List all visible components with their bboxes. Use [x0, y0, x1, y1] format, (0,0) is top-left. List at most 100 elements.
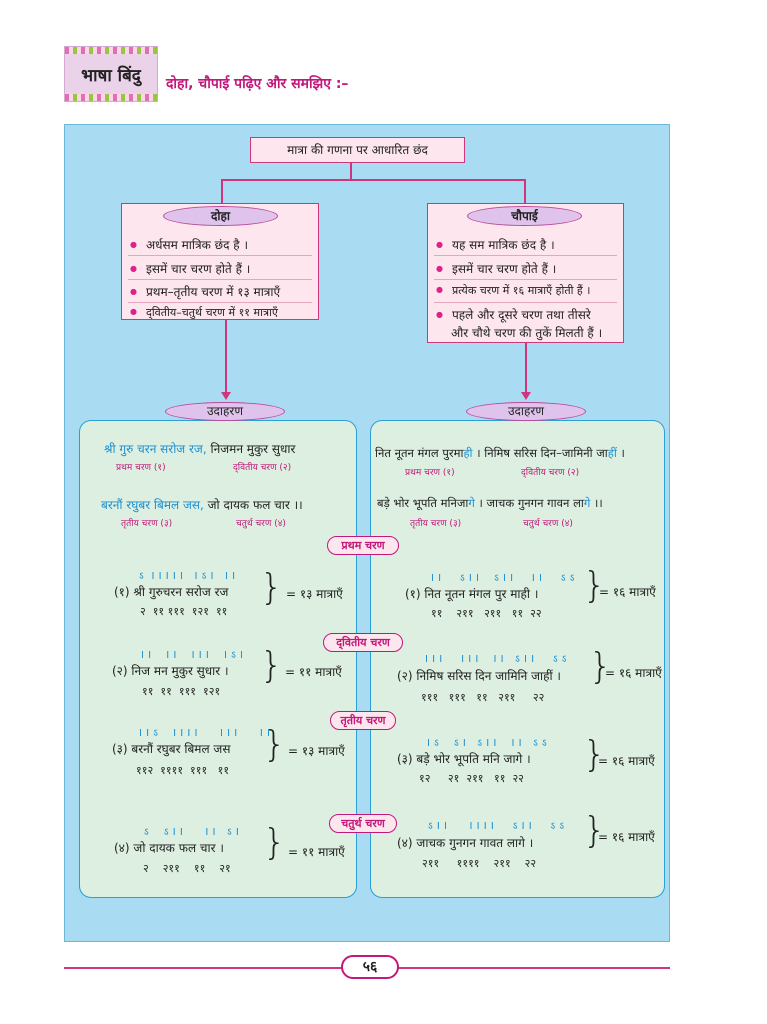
rhyme-highlight: गे — [583, 496, 591, 510]
example-label-text: उदाहरण — [206, 404, 243, 418]
matra-marks: ऽ I I I I I I ऽ I I ऽ ऽ — [428, 821, 565, 832]
connector — [350, 163, 352, 180]
connector — [225, 320, 227, 394]
doha-point: प्रथम–तृतीय चरण में १३ मात्राएँ — [130, 283, 280, 300]
matra-marks: ऽ I I I I I I ऽ I I I — [139, 571, 236, 582]
doha-point: अर्धसम मात्रिक छंद है । — [130, 236, 248, 253]
chaupai-point: इसमें चार चरण होते हैं । — [436, 260, 556, 277]
matra-total: = १३ मात्राएँ — [288, 744, 345, 758]
doha-example-panel — [79, 420, 357, 898]
chaupai-line-1: नित नूतन मंगल पुरमाही । निमिष सरिस दिन–ज… — [375, 446, 625, 461]
chaupai-row-text: (१) नित नूतन मंगल पुर माही । — [405, 587, 539, 601]
doha-line-2-part-a: बरनौं रघुबर बिमल जस, — [101, 498, 204, 512]
chaupai-point: प्रत्येक चरण में १६ मात्राएँ होती हैं । — [436, 283, 590, 298]
charan-caption: द्‌वितीय चरण (२) — [233, 463, 292, 473]
charan-caption: तृतीय चरण (३) — [410, 519, 462, 529]
matra-count: २ २११ ११ २१ — [143, 862, 231, 875]
page-number: ५६ — [341, 955, 399, 979]
matra-marks: ऽ ऽ I I I I ऽ I — [144, 827, 240, 838]
doha-example-label: उदाहरण — [165, 402, 285, 421]
divider — [434, 302, 617, 303]
matra-marks: I I ऽ I I I I I I I I I — [139, 728, 271, 739]
chaupai-row-text: (४) जाचक गुनगन गावत लागे । — [397, 836, 534, 850]
rhyme-highlight: गे — [468, 496, 475, 510]
charan-caption: द्‌वितीय चरण (२) — [521, 468, 580, 478]
charan-caption: चतुर्थ चरण (४) — [523, 519, 573, 529]
divider — [128, 302, 312, 303]
charan-caption: प्रथम चरण (१) — [116, 463, 166, 473]
arrow-down-icon — [221, 392, 231, 400]
brace-icon: } — [263, 822, 286, 863]
rhyme-highlight: ही — [463, 446, 473, 460]
matra-total: = १६ मात्राएँ — [605, 666, 662, 680]
matra-total: = ११ मात्राएँ — [285, 665, 342, 679]
instruction-text: दोहा, चौपाई पढ़िए और समझिए :– — [166, 76, 349, 92]
brace-icon: } — [260, 567, 283, 608]
doha-point: द्‌वितीय–चतुर्थ चरण में ११ मात्राएँ — [130, 305, 278, 320]
matra-count: २११ ११११ २११ २२ — [422, 857, 537, 870]
rhyme-highlight: हीं — [607, 446, 617, 460]
section-badge: भाषा बिंदु — [64, 46, 158, 102]
matra-count: ११ ११ १११ १२१ — [142, 685, 221, 698]
chaupai-box: यह सम मात्रिक छंद है । इसमें चार चरण होत… — [427, 203, 624, 343]
doha-line-1-part-a: श्री गुरु चरन सरोज रज, — [104, 442, 207, 456]
pill-pratham-charan: प्रथम चरण — [327, 536, 399, 555]
chaupai-example-label: उदाहरण — [466, 402, 586, 421]
matra-marks: I I ऽ I I ऽ I I I I ऽ ऽ — [431, 573, 575, 584]
matra-count: १२ २१ २११ ११ २२ — [419, 772, 524, 785]
matra-count: ११ २११ २११ ११ २२ — [431, 607, 542, 620]
matra-marks: I ऽ ऽ I ऽ I I I I ऽ ऽ — [427, 738, 548, 749]
connector — [221, 179, 525, 181]
matra-total: = १६ मात्राएँ — [598, 830, 655, 844]
matra-total: = १६ मात्राएँ — [599, 585, 656, 599]
pill-tritiya-charan: तृतीय चरण — [330, 711, 396, 730]
example-label-text: उदाहरण — [507, 404, 544, 418]
divider — [434, 255, 617, 256]
chaupai-row-text: (२) निमिष सरिस दिन जामिनि जाहीं । — [397, 669, 561, 683]
section-badge-label: भाषा बिंदु — [81, 66, 141, 86]
doha-line-1: श्री गुरु चरन सरोज रज, निजमन मुकुर सुधार — [104, 440, 295, 457]
matra-total: = ११ मात्राएँ — [288, 845, 345, 859]
divider — [128, 255, 312, 256]
pill-chaturth-charan: चतुर्थ चरण — [329, 814, 397, 833]
doha-row-text: (१) श्री गुरुचरन सरोज रज — [114, 585, 229, 599]
connector — [524, 179, 526, 203]
doha-title-label: दोहा — [211, 209, 230, 223]
connector — [221, 179, 223, 203]
chaupai-line-2-end: ।। — [590, 496, 603, 510]
charan-caption: चतुर्थ चरण (४) — [236, 519, 286, 529]
chaupai-line-1-end: । — [616, 446, 625, 460]
matra-marks: I I I I I I I I ऽ I — [141, 650, 244, 661]
brace-icon: } — [583, 734, 606, 775]
doha-title: दोहा — [163, 206, 278, 226]
chaupai-line-1-part-b: । निमिष सरिस दिन–जामिनी जा — [472, 446, 608, 460]
matra-count: २ ११ १११ १२१ ११ — [140, 605, 228, 618]
arrow-down-icon — [521, 392, 531, 400]
divider — [128, 279, 312, 280]
brace-icon: } — [263, 724, 286, 765]
matra-count: १११ १११ ११ २११ २२ — [421, 691, 545, 704]
doha-row-text: (३) बरनौं रघुबर बिमल जस — [112, 742, 231, 756]
pill-dvitiya-charan: द्‌वितीय चरण — [323, 633, 403, 652]
chaupai-point-cont: और चौथे चरण की तुकें मिलती हैं । — [451, 326, 603, 340]
chaupai-line-2-part-a: बड़े भोर भूपति मनिजा — [377, 496, 469, 510]
connector — [525, 343, 527, 394]
doha-line-2: बरनौं रघुबर बिमल जस, जो दायक फल चार ।। — [101, 496, 303, 513]
doha-row-text: (४) जो दायक फल चार । — [114, 841, 224, 855]
brace-icon: } — [260, 645, 283, 686]
matra-count: ११२ ११११ १११ ११ — [136, 764, 230, 777]
top-concept-box: मात्रा की गणना पर आधारित छंद — [250, 137, 465, 163]
doha-row-text: (२) निज मन मुकुर सुधार । — [112, 664, 229, 678]
doha-line-2-part-b: जो दायक फल चार ।। — [203, 498, 303, 512]
divider — [434, 279, 617, 280]
chaupai-title: चौपाई — [467, 206, 582, 226]
chaupai-row-text: (३) बड़े भोर भूपति मनि जागे । — [397, 752, 531, 766]
chaupai-example-panel — [370, 420, 665, 898]
chaupai-title-label: चौपाई — [511, 209, 538, 223]
matra-total: = १६ मात्राएँ — [598, 754, 655, 768]
top-concept-label: मात्रा की गणना पर आधारित छंद — [287, 143, 428, 157]
matra-total: = १३ मात्राएँ — [286, 587, 343, 601]
brace-icon: } — [589, 646, 612, 687]
chaupai-point: पहले और दूसरे चरण तथा तीसरे — [436, 306, 591, 323]
doha-point: इसमें चार चरण होते हैं । — [130, 260, 250, 277]
